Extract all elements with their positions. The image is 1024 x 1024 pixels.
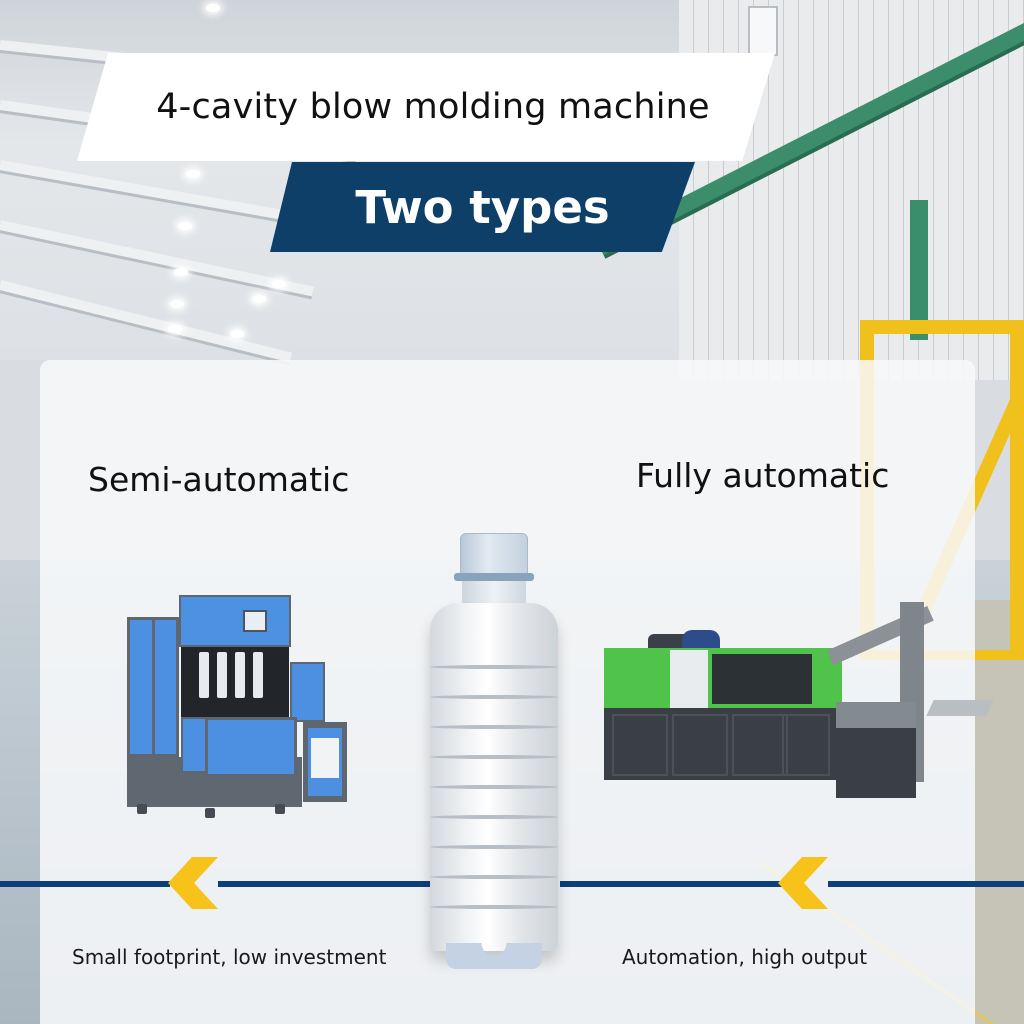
preform-tube: [199, 652, 209, 698]
ceiling-beam: [0, 220, 315, 297]
bottle-rib: [430, 875, 558, 879]
ceiling-lamp: [206, 4, 220, 12]
machine-label-plate: [670, 650, 708, 708]
semi-automatic-machine-image: [125, 592, 350, 818]
bottle-rib: [430, 845, 558, 849]
ceiling-lamp: [178, 222, 192, 230]
fully-automatic-machine-image: [600, 592, 994, 807]
green-steel-post: [910, 200, 928, 340]
ceiling-beam: [0, 280, 293, 363]
subtitle-banner: [270, 162, 695, 252]
machine-display: [243, 610, 267, 632]
type-heading-fully-automatic: Fully automatic: [636, 456, 890, 495]
ceiling-lamp: [168, 325, 182, 333]
preform-hopper: [926, 700, 994, 716]
ceiling-lamp: [230, 330, 244, 338]
type-heading-semi-automatic: Semi-automatic: [88, 460, 350, 499]
machine-panel: [181, 717, 207, 773]
machine-foot: [205, 808, 215, 818]
bottle-neck: [462, 581, 526, 605]
preform-tube: [253, 652, 263, 698]
machine-door: [732, 714, 788, 776]
timeline-line: [218, 881, 430, 887]
pet-bottle-image: [426, 533, 562, 973]
chevron-left-icon: [168, 857, 218, 909]
loader-control-cabinet: [836, 702, 916, 798]
machine-mechanism: [712, 654, 812, 704]
machine-motor: [682, 630, 720, 652]
bottle-neck-finish: [460, 533, 528, 579]
bottle-petaloid-base: [446, 943, 542, 969]
timeline-line: [0, 881, 170, 887]
title-banner: [77, 53, 775, 161]
machine-hood: [179, 595, 291, 647]
bottle-rib: [430, 725, 558, 729]
machine-foot: [137, 804, 147, 814]
bottle-rib: [430, 695, 558, 699]
machine-base: [604, 708, 836, 780]
feature-caption-semi-automatic: Small footprint, low investment: [72, 945, 387, 969]
timeline-line: [828, 881, 1024, 887]
page-subtitle: Two types: [355, 180, 610, 234]
machine-door: [612, 714, 668, 776]
bottle-rib: [430, 905, 558, 909]
ceiling-lamp: [174, 268, 188, 276]
page-title: 4-cavity blow molding machine: [156, 87, 710, 127]
machine-foot: [275, 804, 285, 814]
machine-side-box: [290, 662, 325, 722]
bottle-rib: [430, 755, 558, 759]
bottle-rib: [430, 665, 558, 669]
machine-door: [782, 714, 830, 776]
timeline-line: [560, 881, 782, 887]
ceiling-lamp: [252, 295, 266, 303]
preform-tube: [235, 652, 245, 698]
wall-window: [748, 6, 778, 56]
bottle-body: [430, 603, 558, 951]
bottle-neck-ring: [454, 573, 534, 581]
ceiling-lamp: [186, 170, 200, 178]
bottle-rib: [430, 815, 558, 819]
chevron-left-icon: [778, 857, 828, 909]
ceiling-lamp: [170, 300, 184, 308]
preform-tube: [217, 652, 227, 698]
heater-controller-face: [308, 728, 342, 796]
machine-door: [672, 714, 728, 776]
ceiling-lamp: [272, 280, 286, 288]
machine-front-panel: [205, 717, 297, 777]
machine-cabinet: [127, 617, 179, 757]
factory-floor-edge: [974, 600, 1024, 1024]
bottle-rib: [430, 785, 558, 789]
feature-caption-fully-automatic: Automation, high output: [622, 945, 868, 969]
